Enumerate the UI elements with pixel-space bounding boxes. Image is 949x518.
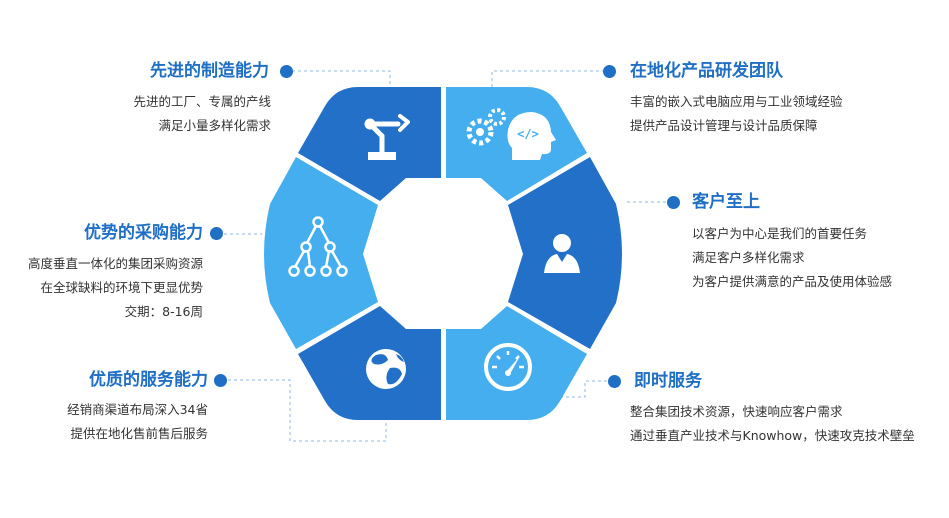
gears-head-icon: </> xyxy=(466,108,556,160)
bullet-dot xyxy=(608,375,621,388)
speedometer-icon xyxy=(484,343,532,391)
service-desc: 经销商渠道布局深入34省 提供在地化售前售后服务 xyxy=(67,398,208,446)
manufacturing-title: 先进的制造能力 xyxy=(150,61,269,81)
desc-line: 丰富的嵌入式电脑应用与工业领域经验 xyxy=(630,94,843,109)
procurement-title: 优势的采购能力 xyxy=(84,223,203,243)
desc-line: 满足客户多样化需求 xyxy=(692,250,805,265)
segment-manufacturing xyxy=(298,87,441,201)
robot-arm-icon xyxy=(364,114,410,160)
user-icon xyxy=(544,234,580,273)
connector-service xyxy=(222,379,387,442)
bullet-dot xyxy=(210,227,223,240)
desc-line: 交期：8-16周 xyxy=(124,304,203,319)
bullet-dot xyxy=(214,374,227,387)
rnd-title: 在地化产品研发团队 xyxy=(630,61,783,81)
desc-line: 整合集团技术资源，快速响应客户需求 xyxy=(630,404,843,419)
segment-procurement xyxy=(264,157,378,349)
desc-line: 提供产品设计管理与设计品质保障 xyxy=(630,118,818,133)
segment-instant xyxy=(446,306,587,420)
hierarchy-icon xyxy=(288,216,348,277)
manufacturing-desc: 先进的工厂、专属的产线 满足小量多样化需求 xyxy=(133,90,271,138)
customer-desc: 以客户为中心是我们的首要任务 满足客户多样化需求 为客户提供满意的产品及使用体验… xyxy=(692,222,892,294)
bullet-dot xyxy=(603,65,616,78)
desc-line: 经销商渠道布局深入34省 xyxy=(67,402,208,417)
connector-manufacturing xyxy=(292,70,391,90)
procurement-desc: 高度垂直一体化的集团采购资源 在全球缺料的环境下更显优势 交期：8-16周 xyxy=(28,252,203,324)
desc-line: 在全球缺料的环境下更显优势 xyxy=(40,280,203,295)
svg-text:</>: </> xyxy=(517,127,539,141)
globe-icon xyxy=(366,349,406,389)
instant-desc: 整合集团技术资源，快速响应客户需求 通过垂直产业技术与Knowhow，快速攻克技… xyxy=(630,400,915,448)
bullet-dot xyxy=(280,65,293,78)
connector-rnd xyxy=(491,70,605,90)
desc-line: 高度垂直一体化的集团采购资源 xyxy=(27,256,203,271)
service-title: 优质的服务能力 xyxy=(89,370,208,390)
bullet-dot xyxy=(667,196,680,209)
desc-line: 为客户提供满意的产品及使用体验感 xyxy=(692,274,893,289)
desc-line: 先进的工厂、专属的产线 xyxy=(133,94,271,109)
customer-title: 客户至上 xyxy=(692,192,760,212)
desc-line: 提供在地化售前售后服务 xyxy=(70,426,208,441)
instant-title: 即时服务 xyxy=(634,371,702,391)
desc-line: 通过垂直产业技术与Knowhow，快速攻克技术壁垒 xyxy=(630,428,915,443)
rnd-desc: 丰富的嵌入式电脑应用与工业领域经验 提供产品设计管理与设计品质保障 xyxy=(630,90,843,138)
desc-line: 以客户为中心是我们的首要任务 xyxy=(692,226,868,241)
desc-line: 满足小量多样化需求 xyxy=(158,118,271,133)
segment-customer xyxy=(508,157,622,349)
